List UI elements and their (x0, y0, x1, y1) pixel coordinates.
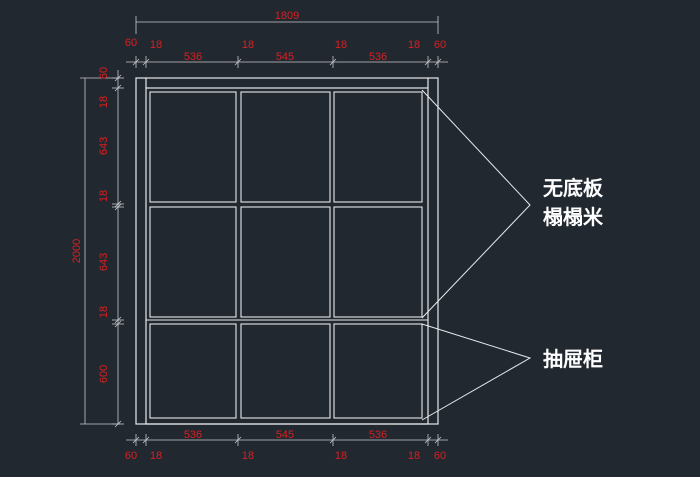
dimension-text: 18 (150, 39, 162, 51)
dimension-text: 643 (98, 137, 110, 155)
overall-height-text: 2000 (71, 239, 83, 263)
left-dimension-texts: 60 18 643 18 643 18 600 (98, 67, 110, 383)
overall-width-text: 1809 (275, 10, 299, 22)
leader-lines (421, 89, 532, 421)
cell (240, 91, 331, 203)
dimension-text: 536 (184, 51, 202, 63)
leader-lower (421, 323, 532, 421)
cell (149, 323, 237, 419)
dimension-text: 536 (369, 51, 387, 63)
dimension-text: 18 (98, 190, 110, 202)
dimension-text: 60 (125, 37, 137, 49)
dimension-text: 18 (98, 96, 110, 108)
dimension-text: 536 (369, 429, 387, 441)
dimension-text: 18 (408, 450, 420, 462)
inner-frame (145, 87, 429, 425)
dimension-text: 18 (335, 450, 347, 462)
dimension-text: 18 (408, 39, 420, 51)
cell (333, 206, 423, 318)
dimension-text: 18 (242, 450, 254, 462)
dimension-text: 545 (276, 429, 294, 441)
vertical-dim-line (112, 70, 124, 428)
cell (149, 206, 237, 318)
dimension-text: 60 (98, 67, 110, 79)
dimension-text: 18 (98, 306, 110, 318)
cell (333, 91, 423, 203)
dimension-text: 60 (434, 450, 446, 462)
label-lower: 抽屉柜 (543, 347, 603, 371)
cabinet-frame (135, 77, 439, 425)
cell (240, 323, 331, 419)
cell (333, 323, 423, 419)
dimension-text: 600 (98, 365, 110, 383)
dimension-text: 536 (184, 429, 202, 441)
dimension-text: 60 (125, 450, 137, 462)
dimension-text: 18 (335, 39, 347, 51)
cell (149, 91, 237, 203)
dimension-text: 18 (242, 39, 254, 51)
grid-cells (146, 91, 428, 419)
label-upper-line2: 榻榻米 (543, 205, 604, 229)
overall-width-dim (135, 16, 439, 34)
label-upper-line1: 无底板 (543, 176, 604, 200)
dimension-text: 545 (276, 51, 294, 63)
bottom-dimension-texts: 60 18 536 18 545 18 536 18 60 (125, 429, 446, 462)
leader-upper (421, 89, 531, 319)
top-dimension-texts: 60 18 536 18 545 18 536 18 60 (125, 37, 446, 63)
outer-frame (135, 77, 439, 425)
horizontal-dim-lines (126, 56, 448, 446)
cell (240, 206, 331, 318)
dimension-text: 643 (98, 253, 110, 271)
dimension-text: 60 (434, 39, 446, 51)
dimension-text: 18 (150, 450, 162, 462)
